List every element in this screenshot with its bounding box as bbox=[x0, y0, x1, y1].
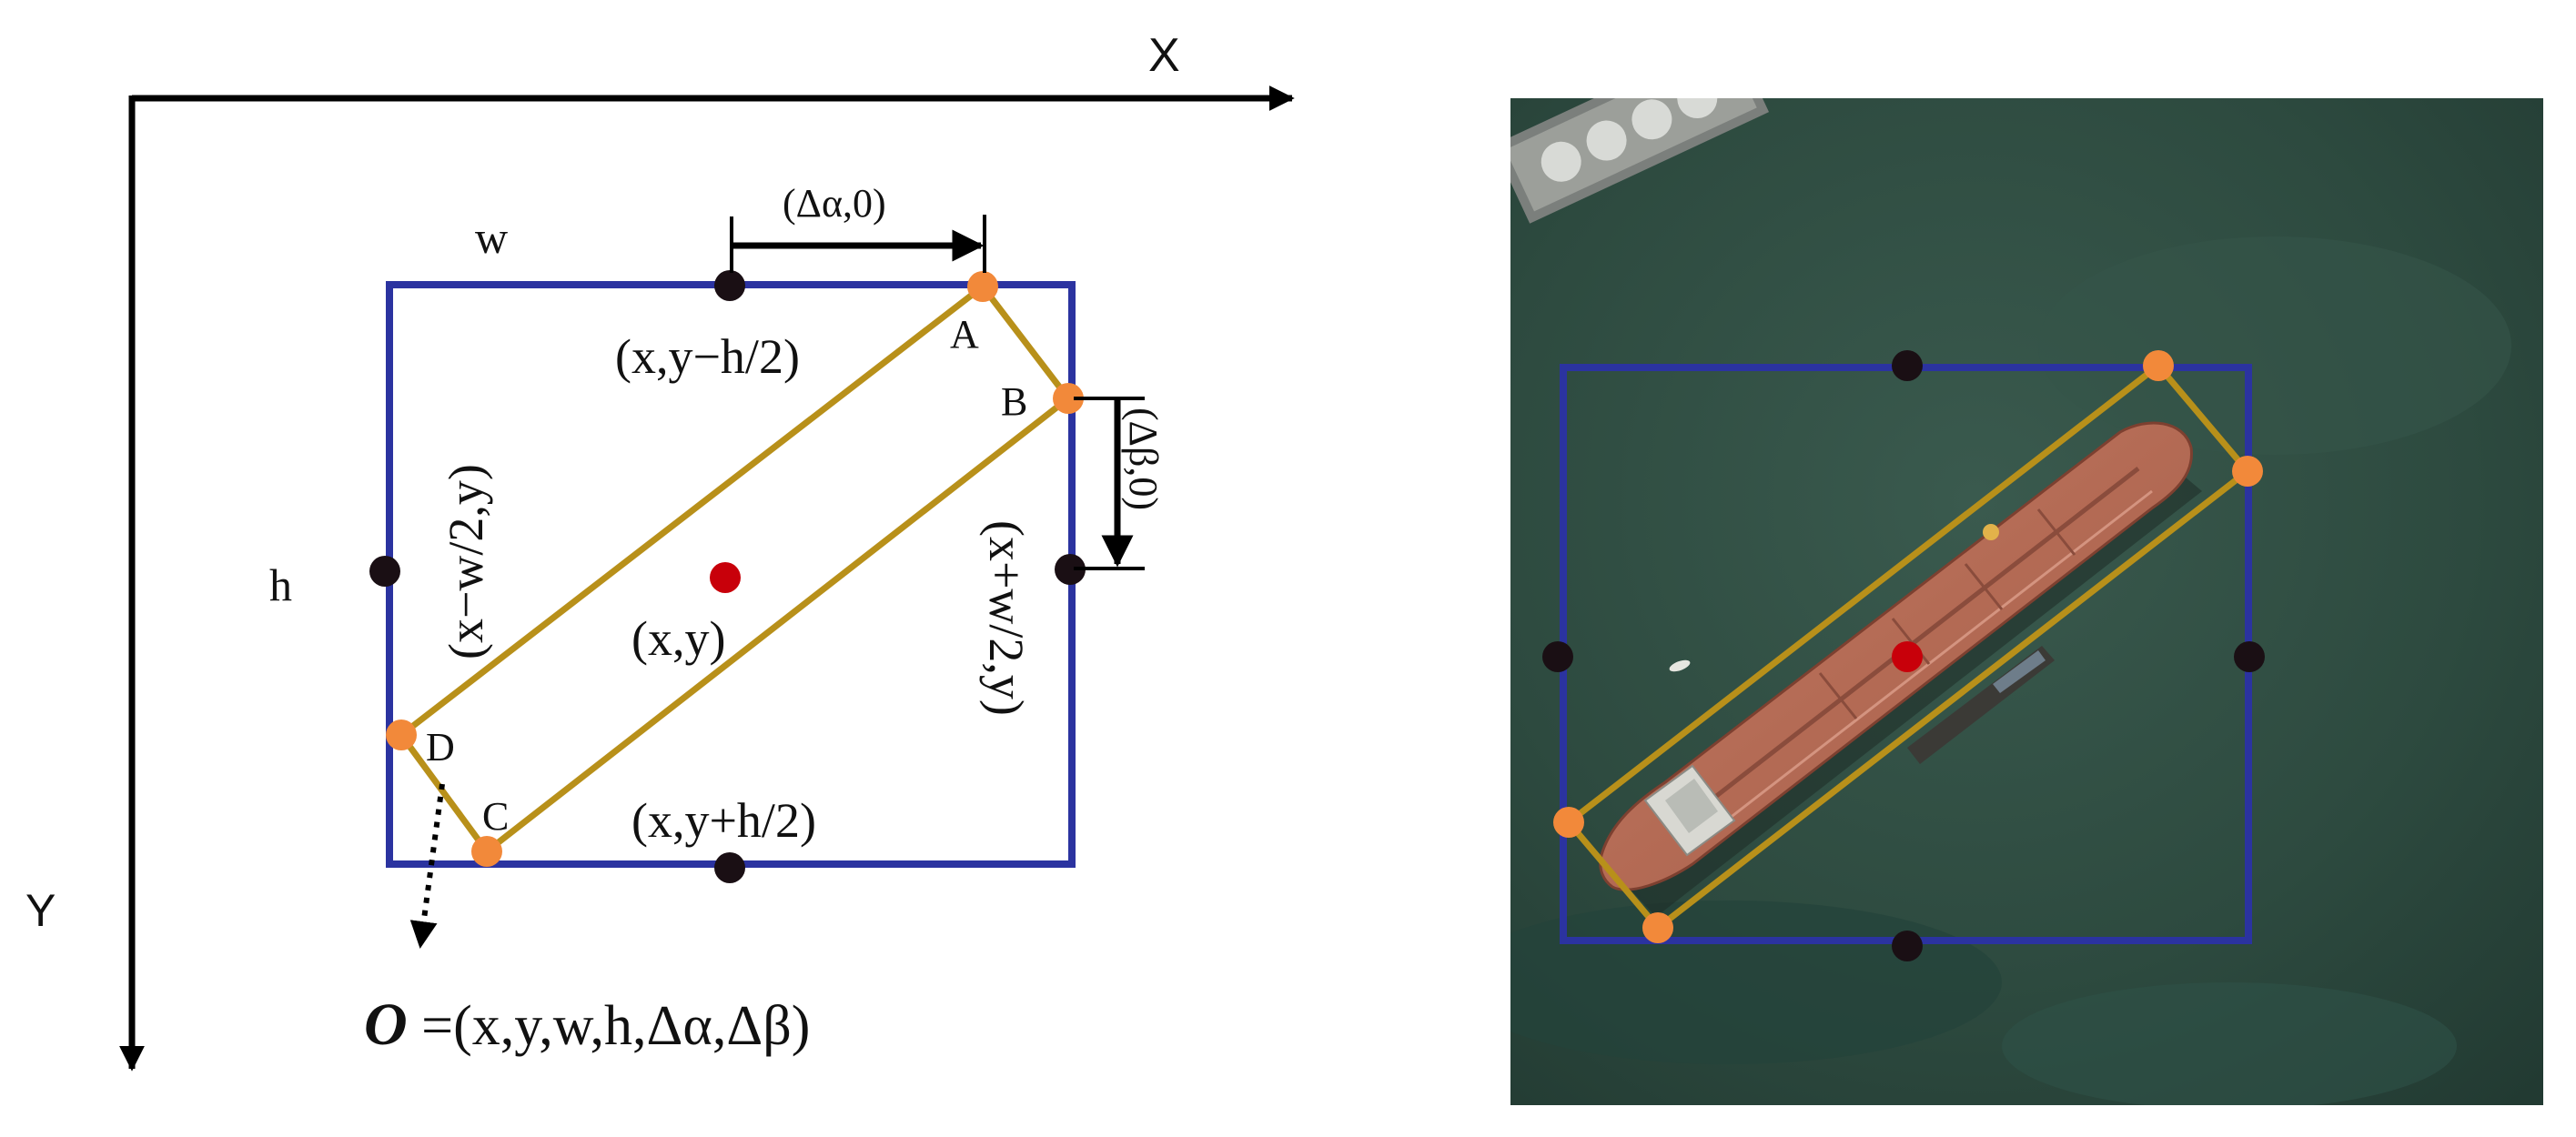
photo-vertex-d bbox=[1553, 807, 1584, 838]
deck-pipeline bbox=[1709, 467, 2140, 802]
delta-alpha-label: (Δα,0) bbox=[783, 181, 886, 226]
vertex-a-label: A bbox=[950, 312, 979, 357]
height-label: h bbox=[269, 559, 292, 610]
vertex-c-label: C bbox=[482, 794, 509, 839]
vertex-c bbox=[471, 836, 502, 867]
photo-top-midpoint bbox=[1892, 350, 1923, 381]
deck-crosslines bbox=[1818, 508, 2076, 719]
water-texture bbox=[2002, 982, 2457, 1105]
photo-bottom-midpoint bbox=[1892, 931, 1923, 961]
top-midpoint bbox=[714, 270, 745, 301]
x-axis-label: X bbox=[1148, 29, 1180, 82]
vertex-b bbox=[1053, 383, 1084, 414]
center-point bbox=[710, 562, 741, 593]
delta-beta-label: (Δβ,0) bbox=[1121, 408, 1166, 510]
photo-left-midpoint bbox=[1542, 641, 1573, 672]
formula: O =(x,y,w,h,Δα,Δβ) bbox=[364, 991, 810, 1058]
deck-marker bbox=[1983, 524, 1999, 540]
top-mid-label: (x,y−h/2) bbox=[615, 329, 800, 384]
left-midpoint bbox=[369, 556, 400, 587]
coordinate-diagram: X Y (Δα,0) (Δβ,0) w h (x,y−h/2) bbox=[25, 29, 1295, 1072]
tug-boat-deck bbox=[1993, 650, 2046, 693]
left-mid-label: (x−w/2,y) bbox=[439, 464, 493, 659]
right-mid-label: (x+w/2,y) bbox=[979, 520, 1034, 716]
bottom-mid-label: (x,y+h/2) bbox=[631, 793, 816, 848]
vertex-d-label: D bbox=[426, 725, 455, 770]
formula-rest: =(x,y,w,h,Δα,Δβ) bbox=[408, 995, 811, 1057]
pier-structure bbox=[1510, 98, 1770, 224]
vertex-a bbox=[967, 271, 998, 302]
deck-pipeline bbox=[1728, 489, 2153, 820]
photo-right-midpoint bbox=[2234, 641, 2265, 672]
photo-vertex-b bbox=[2232, 456, 2263, 487]
water-texture bbox=[2038, 236, 2511, 455]
bottom-midpoint bbox=[714, 852, 745, 883]
vertex-d bbox=[386, 719, 417, 750]
center-label: (x,y) bbox=[631, 611, 725, 666]
small-boat bbox=[1669, 659, 1691, 672]
width-label: w bbox=[475, 212, 508, 263]
vertex-b-label: B bbox=[1001, 379, 1027, 424]
y-axis-label: Y bbox=[25, 885, 56, 936]
satellite-photo bbox=[1510, 98, 2543, 1105]
photo-vertex-a bbox=[2143, 350, 2174, 381]
ship-superstructure-roof bbox=[1665, 779, 1718, 833]
right-midpoint bbox=[1055, 554, 1086, 585]
photo-center-point bbox=[1892, 641, 1923, 672]
dotted-pointer bbox=[409, 783, 445, 949]
formula-symbol: O bbox=[364, 991, 408, 1058]
water-texture bbox=[1510, 901, 2002, 1064]
photo-vertex-c bbox=[1642, 912, 1673, 943]
